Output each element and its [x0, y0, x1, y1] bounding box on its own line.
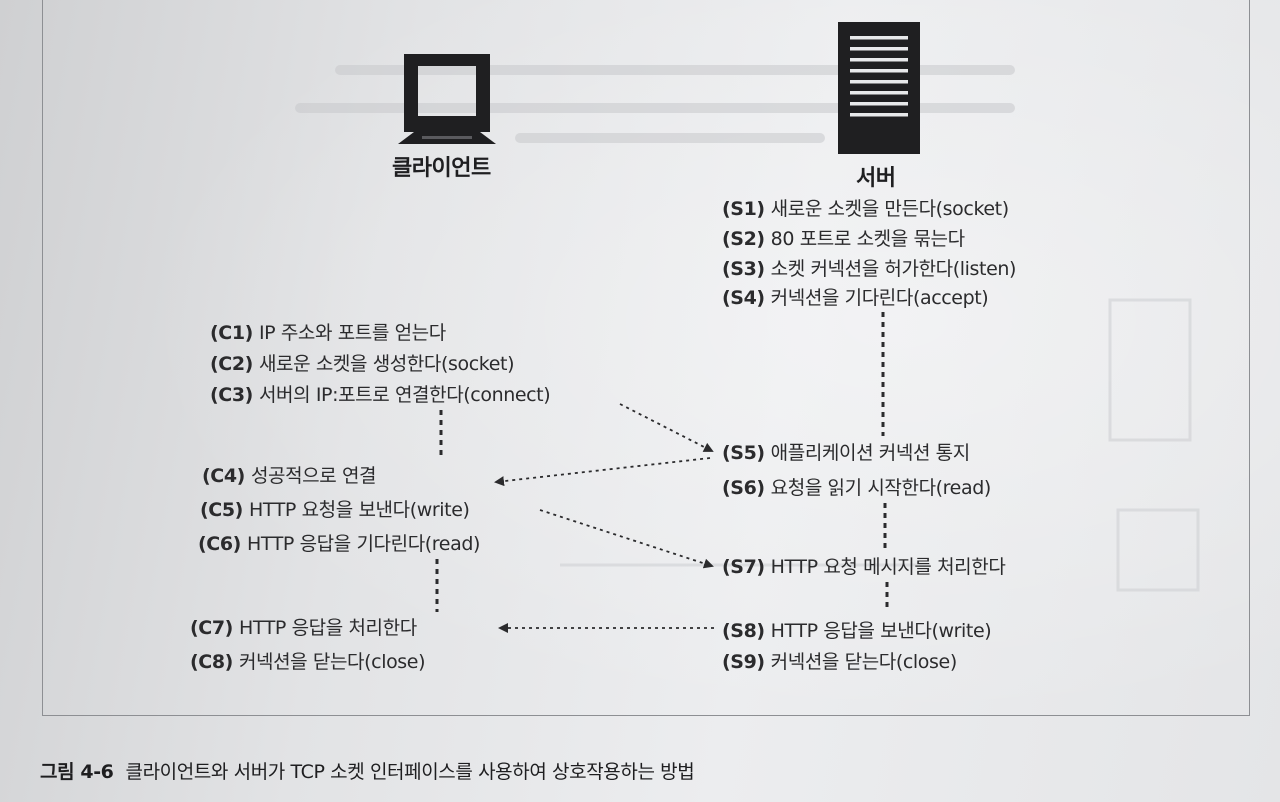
arrow-s5-to-c4 [494, 457, 711, 487]
client-step-c7: (C7)HTTP 응답을 처리한다 [190, 617, 417, 639]
client-label: 클라이언트 [392, 156, 491, 181]
server-step-s5: (S5)애플리케이션 커넥션 통지 [722, 442, 970, 464]
server-step-s7: (S7)HTTP 요청 메시지를 처리한다 [722, 556, 1006, 578]
client-step-c8: (C8)커넥션을 닫는다(close) [190, 651, 426, 673]
arrow-c5-to-s7 [539, 509, 714, 569]
client-step-c4: (C4)성공적으로 연결 [202, 465, 377, 487]
client-step-c5: (C5)HTTP 요청을 보낸다(write) [200, 499, 470, 521]
server-step-s3: (S3)소켓 커넥션을 허가한다(listen) [722, 258, 1017, 280]
server-step-s6: (S6)요청을 읽기 시작한다(read) [722, 477, 991, 499]
server-icon [838, 22, 920, 154]
server-step-s9: (S9)커넥션을 닫는다(close) [722, 651, 957, 673]
figure-frame [42, 0, 1250, 716]
server-label: 서버 [856, 166, 896, 191]
client-step-c3: (C3)서버의 IP:포트로 연결한다(connect) [210, 384, 551, 406]
server-step-s4: (S4)커넥션을 기다린다(accept) [722, 287, 989, 309]
server-step-s8: (S8)HTTP 응답을 보낸다(write) [722, 620, 992, 642]
client-computer-icon [398, 54, 496, 144]
server-step-s2: (S2)80 포트로 소켓을 묶는다 [722, 228, 965, 250]
caption-text: 클라이언트와 서버가 TCP 소켓 인터페이스를 사용하여 상호작용하는 방법 [125, 761, 695, 783]
client-step-c2: (C2)새로운 소켓을 생성한다(socket) [210, 353, 515, 375]
arrow-c3-to-s5 [619, 403, 714, 452]
client-step-c1: (C1)IP 주소와 포트를 얻는다 [210, 322, 446, 344]
figure-number: 그림 4-6 [40, 761, 114, 783]
figure-caption: 그림 4-6 클라이언트와 서버가 TCP 소켓 인터페이스를 사용하여 상호작용… [40, 757, 695, 784]
client-step-c6: (C6)HTTP 응답을 기다린다(read) [198, 533, 481, 555]
server-step-s1: (S1)새로운 소켓을 만든다(socket) [722, 198, 1009, 220]
